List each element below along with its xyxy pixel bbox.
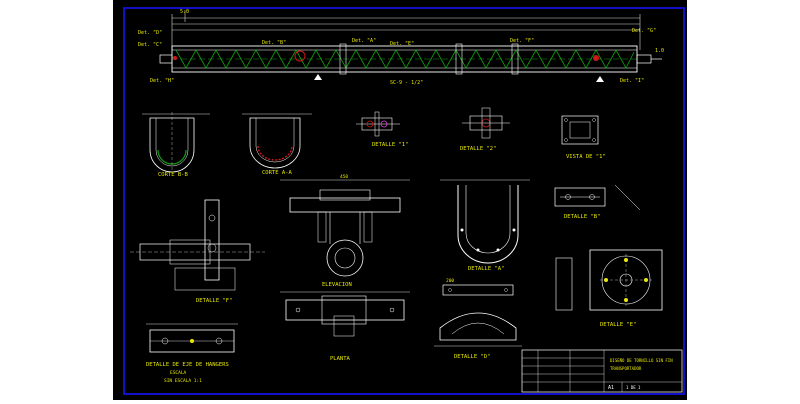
planta-title: PLANTA xyxy=(330,356,351,362)
helix-note: SC-9 - 1/2" xyxy=(390,80,423,86)
dim-label-right: 1.0 xyxy=(655,48,664,54)
det-label-c: Det. "C" xyxy=(138,42,162,48)
drawing-frame xyxy=(123,7,685,395)
detalle-eje-hangers: DETALLE DE EJE DE HANGERS ESCALA SIN ESC… xyxy=(146,323,238,384)
title-line-1: DISEÑO DE TORNILLO SIN FIN xyxy=(610,358,673,363)
detalle-hanger-title: DETALLE DE EJE DE HANGERS xyxy=(146,362,229,368)
detalle-a: DETALLE "A" xyxy=(440,179,530,272)
detalle-1-title: DETALLE "1" xyxy=(372,142,408,148)
detalle-2-title: DETALLE "2" xyxy=(460,146,496,152)
dim-450: 450 xyxy=(340,174,348,180)
detalle-hanger-f: DETALLE "F" xyxy=(130,199,265,304)
detalle-d: DETALLE "D" xyxy=(434,312,522,360)
det-label-h: Det. "H" xyxy=(150,78,174,84)
detalle-a-title: DETALLE "A" xyxy=(468,266,504,272)
planta-view: PLANTA xyxy=(280,291,410,362)
det-label-d: Det. "D" xyxy=(138,30,162,36)
det-label-a: Det. "A" xyxy=(352,38,376,44)
elevacion-view: 450 ELEVACION xyxy=(280,174,410,288)
detalle-1: DETALLE "1" xyxy=(356,111,408,148)
dim-200: 200 xyxy=(446,278,454,284)
screw-conveyor-elevation: 5.0 Det. "D" Det. "C" Det. "B" Det. "A" … xyxy=(138,9,664,86)
detalle-c: 200 xyxy=(442,278,514,296)
vista-de-1: VISTA DE "1" xyxy=(561,115,606,160)
corte-a-a: CORTE A-A xyxy=(242,113,312,176)
detalle-2: DETALLE "2" xyxy=(460,107,510,152)
corte-aa-title: CORTE A-A xyxy=(262,170,292,176)
corte-bb-title: CORTE B-B xyxy=(158,172,188,178)
detalle-b: DETALLE "B" xyxy=(554,184,641,220)
det-label-e: Det. "E" xyxy=(390,41,414,47)
detalle-b-title: DETALLE "B" xyxy=(564,214,600,220)
detalle-e: DETALLE "E" xyxy=(555,249,663,328)
detalle-f-title: DETALLE "F" xyxy=(196,298,232,304)
escala-note: SIN ESCALA 1:1 xyxy=(164,378,202,384)
title-line-2: TRANSPORTADOR xyxy=(610,366,642,371)
det-label-b: Det. "B" xyxy=(262,40,286,46)
sheet-number: 1 DE 1 xyxy=(626,385,641,390)
det-label-f: Det. "F" xyxy=(510,38,534,44)
escala-label: ESCALA xyxy=(170,370,187,376)
det-label-g: Det. "G" xyxy=(632,28,656,34)
title-block: DISEÑO DE TORNILLO SIN FIN TRANSPORTADOR… xyxy=(521,349,683,393)
detalle-e-title: DETALLE "E" xyxy=(600,322,636,328)
vista-1-title: VISTA DE "1" xyxy=(566,154,606,160)
det-label-i: Det. "I" xyxy=(620,78,644,84)
elevacion-title: ELEVACION xyxy=(322,282,352,288)
dim-label-top: 5.0 xyxy=(180,9,189,15)
sheet-size: A1 xyxy=(608,385,614,391)
corte-b-b: CORTE B-B xyxy=(142,112,210,178)
detalle-d-title: DETALLE "D" xyxy=(454,354,490,360)
helix-flight xyxy=(175,49,635,69)
